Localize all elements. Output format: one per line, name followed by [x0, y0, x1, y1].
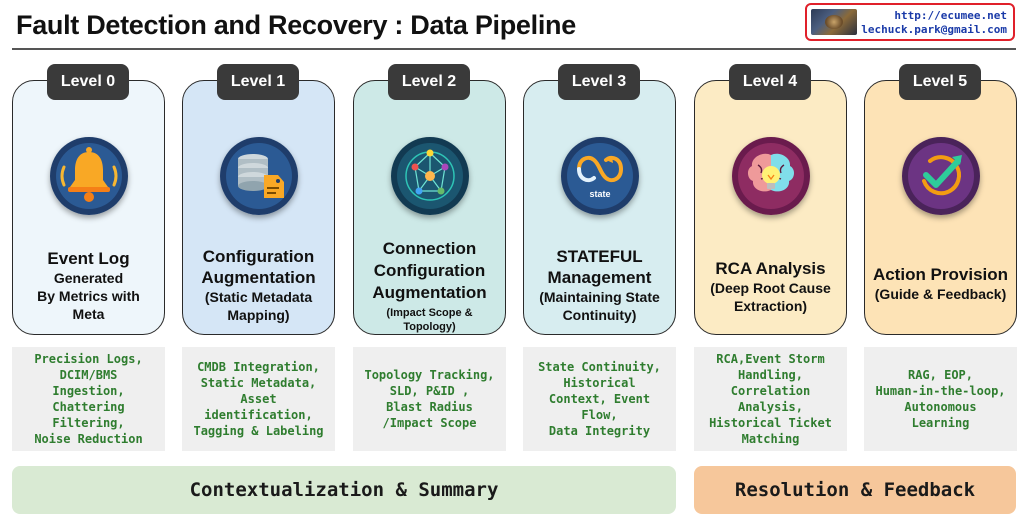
author-email[interactable]: lechuck.park@gmail.com [861, 23, 1007, 36]
author-credit-box: http://ecumee.net lechuck.park@gmail.com [805, 3, 1015, 41]
level-2-badge: Level 2 [388, 64, 470, 100]
level-3-subtitle: (Maintaining State Continuity) [539, 289, 660, 323]
bell-icon [50, 137, 128, 215]
level-3-details: State Continuity, Historical Context, Ev… [523, 347, 676, 451]
page-title: Fault Detection and Recovery : Data Pipe… [16, 10, 576, 40]
level-1-heading: Configuration Augmentation [201, 247, 316, 287]
level-4-details-text: RCA,Event Storm Handling, Correlation An… [709, 352, 832, 446]
level-1-details-text: CMDB Integration, Static Metadata, Asset… [193, 360, 324, 438]
author-thumbnail [811, 9, 857, 35]
level-5-heading: Action Provision [872, 265, 1009, 284]
level-3-badge: Level 3 [558, 64, 640, 100]
author-url[interactable]: http://ecumee.net [894, 9, 1007, 22]
level-0-details-text: Precision Logs, DCIM/BMS Ingestion, Chat… [34, 352, 143, 446]
level-4-details: RCA,Event Storm Handling, Correlation An… [694, 347, 847, 451]
level-2-details-text: Topology Tracking, SLD, P&ID , Blast Rad… [364, 368, 495, 430]
level-4-text: RCA Analysis (Deep Root Cause Extraction… [694, 258, 847, 315]
level-0-badge: Level 0 [47, 64, 129, 100]
level-5-details: RAG, EOP, Human-in-the-loop, Autonomous … [864, 347, 1017, 451]
level-4-badge: Level 4 [729, 64, 811, 100]
resolution-band: Resolution & Feedback [694, 466, 1016, 514]
level-5-details-text: RAG, EOP, Human-in-the-loop, Autonomous … [875, 368, 1006, 430]
level-5-subtitle: (Guide & Feedback) [874, 286, 1007, 302]
brain-bulb-icon [732, 137, 810, 215]
level-4-heading: RCA Analysis [715, 259, 826, 278]
level-2-details: Topology Tracking, SLD, P&ID , Blast Rad… [353, 347, 506, 451]
state-cycle-icon: state [561, 137, 639, 215]
level-5-text: Action Provision (Guide & Feedback) [864, 264, 1017, 303]
level-0-text: Event Log Generated By Metrics with Meta [12, 248, 165, 323]
contextualization-band: Contextualization & Summary [12, 466, 676, 514]
level-3-heading: STATEFUL Management [547, 247, 652, 287]
check-arrow-icon [902, 137, 980, 215]
level-2-text: Connection Configuration Augmentation (I… [353, 238, 506, 334]
level-3-text: STATEFUL Management (Maintaining State C… [523, 246, 676, 324]
state-icon-label: state [589, 189, 610, 199]
level-2-heading: Connection Configuration Augmentation [372, 239, 487, 302]
database-tag-icon [220, 137, 298, 215]
level-3-details-text: State Continuity, Historical Context, Ev… [538, 360, 661, 438]
level-1-text: Configuration Augmentation (Static Metad… [182, 246, 335, 324]
level-0-subtitle: Generated By Metrics with Meta [37, 270, 140, 322]
level-0-details: Precision Logs, DCIM/BMS Ingestion, Chat… [12, 347, 165, 451]
network-icon [391, 137, 469, 215]
level-1-subtitle: (Static Metadata Mapping) [204, 289, 313, 323]
level-4-subtitle: (Deep Root Cause Extraction) [710, 280, 831, 314]
title-divider [12, 48, 1016, 50]
level-0-heading: Event Log [47, 249, 130, 268]
level-1-badge: Level 1 [217, 64, 299, 100]
level-5-badge: Level 5 [899, 64, 981, 100]
level-2-subtitle: (Impact Scope & Topology) [386, 307, 473, 333]
level-1-details: CMDB Integration, Static Metadata, Asset… [182, 347, 335, 451]
